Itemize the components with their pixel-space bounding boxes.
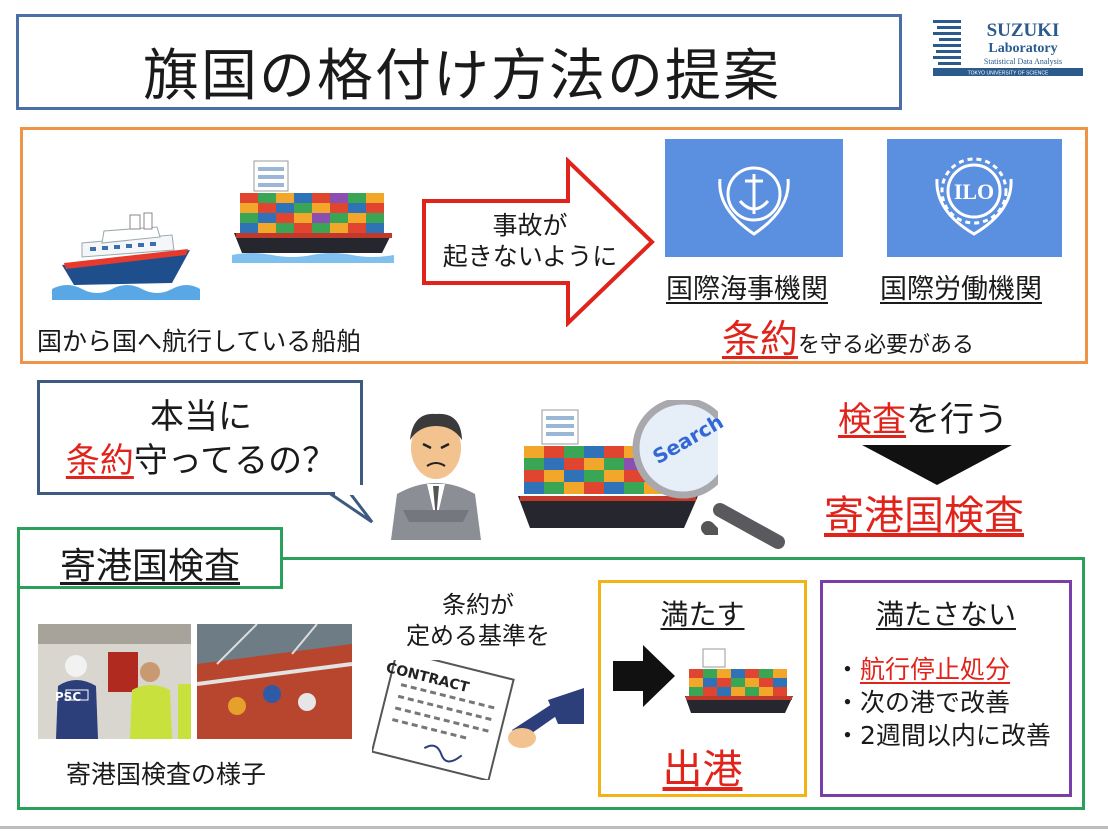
meet-title: 満たす: [660, 598, 745, 631]
bubble-convention: 条約: [65, 441, 134, 481]
arrow-text-line1: 事故が: [492, 211, 568, 240]
psc-tab: 寄港国検査: [17, 527, 283, 589]
contract-text-line1: 条約が: [442, 591, 514, 619]
footer-divider: [0, 826, 1108, 829]
list-item: ・航行停止処分: [835, 655, 1011, 684]
magnifier-handle-icon: [713, 503, 785, 549]
logo-line3: Statistical Data Analysis: [984, 57, 1062, 66]
speech-bubble: 本当に 条約守ってるの？: [37, 380, 363, 495]
contract-icon: [372, 660, 584, 780]
convention-word: 条約: [722, 317, 799, 361]
org-ilo-label: 国際労働機関: [880, 274, 1042, 305]
bubble-line1: 本当に: [150, 397, 252, 437]
inspect-word: 検査: [838, 400, 906, 440]
notmeet-item-3: 2週間以内に改善: [860, 721, 1051, 750]
psc-vest-label: PSC: [54, 690, 82, 704]
cruise-ship-icon: [52, 212, 200, 300]
right-arrow-icon: [422, 157, 655, 327]
must-follow-line: 条約を守る必要がある: [722, 308, 974, 363]
notmeet-title: 満たさない: [875, 598, 1016, 631]
departing-ship-icon: [685, 648, 793, 713]
contract-text-line2: 定める基準を: [406, 622, 550, 650]
imo-emblem-icon: [718, 166, 790, 236]
suzuki-lab-logo: SUZUKI Laboratory Statistical Data Analy…: [933, 18, 1083, 78]
must-follow-text: を守る必要がある: [798, 333, 975, 358]
businessman-icon: [391, 413, 481, 540]
down-arrow-icon: [862, 445, 1012, 485]
psc-heading: 寄港国検査: [824, 493, 1024, 539]
logo-line2: Laboratory: [988, 41, 1057, 56]
list-item: ・次の港で改善: [835, 688, 1011, 717]
inspect-line: 検査を行う: [838, 392, 1008, 441]
photos-caption: 寄港国検査の様子: [66, 760, 267, 789]
svg-text:ILO: ILO: [954, 179, 994, 204]
inspection-photo-2: [197, 624, 352, 739]
arrow-text: 事故が 起きないように: [420, 210, 640, 272]
inspection-photo-1: [38, 624, 191, 739]
notmeet-item-1: 航行停止処分: [860, 655, 1011, 684]
ships-caption: 国から国へ航行している船舶: [37, 327, 362, 356]
container-ship-icon: [232, 160, 394, 263]
imo-flag: [665, 139, 843, 257]
notmeet-list: ・航行停止処分 ・次の港で改善 ・2週間以内に改善: [835, 653, 1051, 752]
bubble-line2: 条約守ってるの？: [40, 439, 362, 483]
contract-text: 条約が 定める基準を: [378, 590, 578, 652]
depart-label: 出港: [662, 747, 743, 793]
convention-section: [20, 127, 1088, 364]
org-imo-label: 国際海事機関: [666, 274, 828, 305]
right-arrow-black-icon: [613, 645, 675, 707]
logo-line4: TOKYO UNIVERSITY OF SCIENCE: [968, 71, 1049, 77]
list-item: ・2週間以内に改善: [835, 721, 1051, 750]
psc-tab-label: 寄港国検査: [59, 546, 240, 587]
ilo-emblem-icon: ILO: [935, 157, 1013, 236]
inspect-rest: を行う: [906, 400, 1008, 440]
notmeet-item-2: 次の港で改善: [860, 688, 1011, 717]
logo-mark-icon: SUZUKI Laboratory Statistical Data Analy…: [933, 20, 1083, 77]
arrow-text-line2: 起きないように: [442, 242, 618, 271]
fails-standard-box: 満たさない ・航行停止処分 ・次の港で改善 ・2週間以内に改善: [820, 580, 1072, 797]
page-title: 旗国の格付け方法の提案: [143, 44, 781, 109]
psc-section: [17, 557, 1085, 810]
logo-line1: SUZUKI: [987, 20, 1060, 41]
container-ship-search-icon: [518, 400, 718, 535]
meets-standard-box: 満たす 出港: [598, 580, 807, 797]
bubble-question: 守ってるの？: [133, 441, 337, 481]
ilo-flag: ILO: [887, 139, 1062, 257]
title-box: 旗国の格付け方法の提案: [16, 14, 902, 110]
